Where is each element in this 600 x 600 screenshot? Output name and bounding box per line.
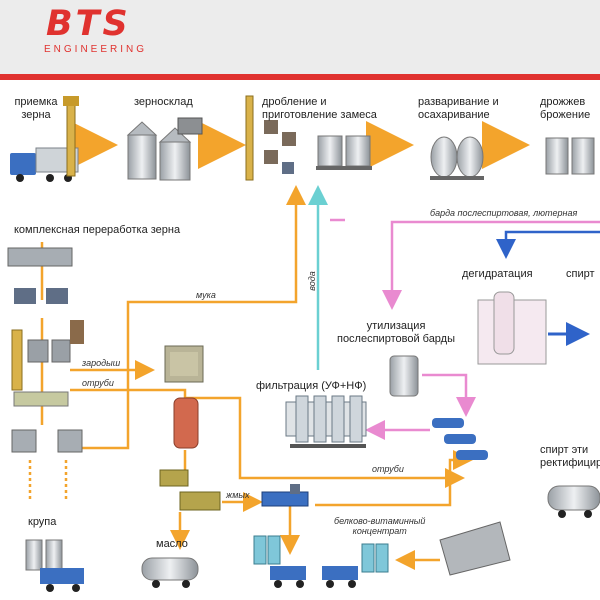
screw-press-icon — [261, 484, 309, 507]
flow-concentrate-line1: белково-витаминный — [334, 516, 426, 526]
stage-yeast: дрожжев брожение — [540, 96, 590, 122]
stage-grain-receipt-line1: приемка — [14, 96, 58, 108]
stage-grain-storage: зерносклад — [134, 96, 193, 108]
logo-subtitle: ENGINEERING — [44, 44, 148, 55]
flow-concentrate-line2: концентрат — [352, 526, 407, 536]
stage-yeast-line1: дрожжев — [540, 96, 586, 108]
stage-boiling-line2: осахаривание — [418, 109, 490, 121]
grain-processing-line-icon — [7, 247, 84, 453]
oil-column-icon — [173, 397, 199, 449]
header-bar: BTS ENGINEERING — [0, 0, 600, 74]
pink-stillage-lines — [330, 218, 600, 440]
stage-spirit-right: спирт — [566, 268, 595, 280]
stage-crushing-line1: дробление и — [262, 96, 327, 108]
flow-cake-label: жмых — [226, 490, 250, 500]
grit-silos-icon — [25, 539, 84, 592]
flow-flour-label: мука — [196, 290, 216, 300]
decanter-centrifuges-icon — [432, 418, 488, 460]
filtration-unit-icon — [285, 395, 367, 448]
stage-boiling-line1: разваривание и — [418, 96, 499, 108]
flow-germ-label: зародыш — [82, 358, 121, 368]
concentrate-silos-icon — [253, 535, 389, 588]
dryer-icon — [439, 521, 511, 576]
stage-stillage-line1: утилизация — [366, 320, 426, 332]
cooking-tanks-icon — [430, 136, 484, 180]
oil-press-icon — [159, 469, 221, 511]
dehydration-unit-icon — [477, 291, 547, 365]
orange-process-lines — [28, 185, 473, 570]
mixing-tanks-icon — [316, 135, 372, 170]
stage-stillage-utilization: утилизация послеспиртовой барды — [336, 320, 456, 346]
stage-rectified-line2: ректифицирова — [540, 457, 600, 469]
stage-dehydration: дегидратация — [462, 268, 533, 280]
stage-crushing: дробление и приготовление замеса — [262, 96, 377, 122]
stage-grain-receipt-line2: зерна — [21, 109, 51, 121]
flow-stillage-label: барда послеспиртовая, лютерная — [430, 208, 578, 218]
stage-filtration: фильтрация (УФ+НФ) — [256, 380, 367, 392]
flow-concentrate-label: белково-витаминный концентрат — [334, 516, 425, 536]
stage-oil: масло — [156, 538, 188, 550]
flow-water-label: вода — [306, 271, 317, 291]
stage-boiling: разваривание и осахаривание — [418, 96, 499, 122]
stage-grain-receipt: приемка зерна — [8, 96, 64, 122]
stage-stillage-line2: послеспиртовой барды — [336, 333, 455, 345]
flow-bran-left-label: отруби — [82, 378, 114, 388]
stage-yeast-line2: брожение — [540, 109, 591, 121]
germ-processing-icon — [164, 345, 204, 383]
crushing-equipment-icon — [245, 95, 296, 181]
fermentation-tanks-icon — [545, 137, 595, 175]
grain-truck-icon — [10, 147, 79, 182]
bucket-elevator-icon — [63, 96, 79, 177]
stage-groats: крупа — [28, 516, 57, 528]
oil-tank-truck-icon — [141, 557, 199, 588]
logo-brand: BTS — [46, 4, 131, 44]
flow-bran-right-label: отруби — [372, 464, 404, 474]
stage-complex-processing: комплексная переработка зерна — [14, 224, 181, 236]
grain-silos-icon — [126, 117, 203, 181]
header-divider — [0, 74, 600, 80]
stage-rectified-spirit: спирт эти ректифицирова — [540, 444, 600, 470]
stage-crushing-line2: приготовление замеса — [262, 109, 377, 121]
stage-rectified-line1: спирт эти — [540, 444, 589, 456]
spirit-tank-truck-icon — [547, 485, 600, 518]
blue-spirit-line — [496, 230, 600, 259]
stillage-tank-icon — [389, 355, 419, 397]
